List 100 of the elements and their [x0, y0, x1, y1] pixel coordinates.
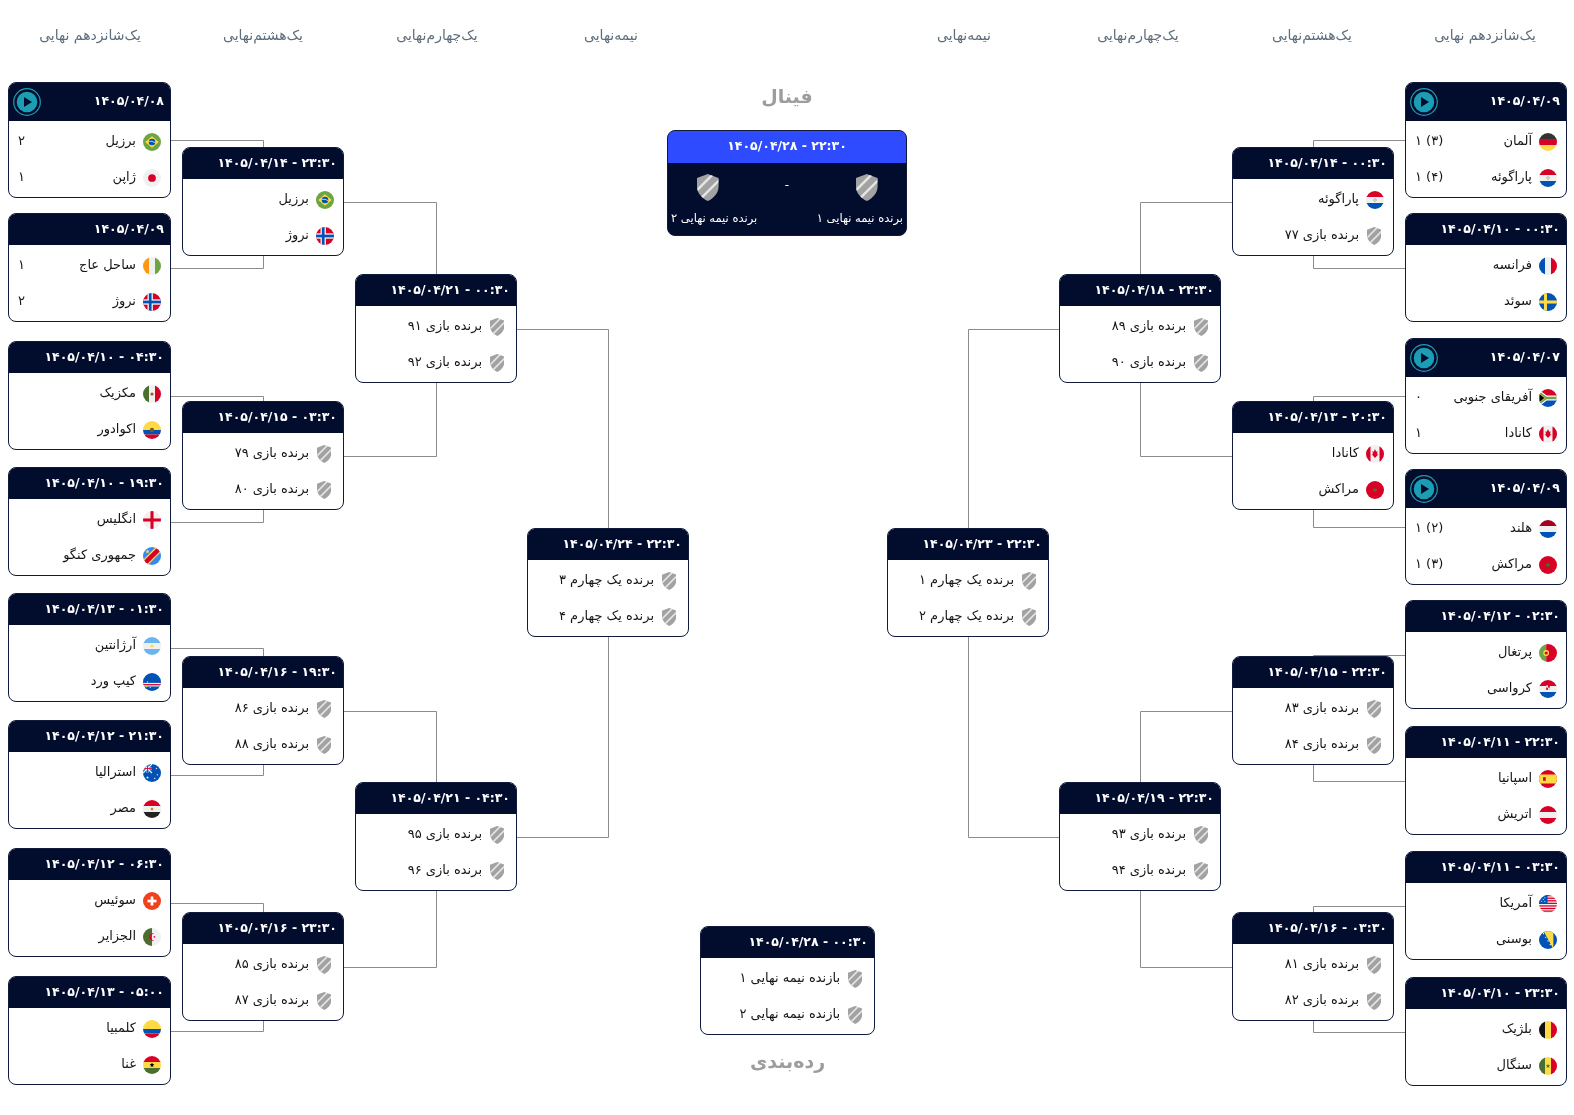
match-card: [1232, 401, 1394, 510]
team-name: اسپانیا: [1498, 769, 1532, 787]
score: ۰: [1415, 388, 1422, 406]
team-name: برنده بازی ۸۶: [234, 699, 309, 717]
team-name: مصر: [110, 799, 136, 817]
match-date: ۱۴۰۵/۰۴/۰۹: [1489, 93, 1560, 109]
round-label: یک‌شانزدهم نهایی: [1434, 26, 1536, 44]
score: ۱ (۳): [1415, 132, 1444, 150]
team-name: برنده بازی ۸۹: [1111, 317, 1186, 335]
match-date: ۱۴۰۵/۰۴/۱۳ - ۰۵:۰۰: [44, 983, 164, 1000]
connector-line: [516, 329, 609, 529]
team-name: نروژ: [112, 292, 136, 310]
round-label: یک‌چهارم‌نهایی: [1097, 26, 1179, 44]
team-name: پاراگوئه: [1318, 190, 1359, 208]
team-name: برزیل: [105, 132, 136, 150]
match-date: ۱۴۰۵/۰۴/۲۸ - ۰۰:۳۰: [748, 933, 868, 950]
team-name: برنده بازی ۷۷: [1284, 226, 1359, 244]
team-name: بازنده نیمه نهایی ۲: [739, 1005, 840, 1023]
round-label: یک‌شانزدهم نهایی: [39, 26, 141, 44]
team-name: سوئیس: [94, 891, 136, 909]
match-date: ۱۴۰۵/۰۴/۱۲ - ۰۶:۳۰: [44, 855, 164, 872]
connector-line: [1313, 906, 1406, 913]
team-name: نروژ: [285, 226, 309, 244]
team-name: آرژانتین: [94, 636, 136, 654]
match-date: ۱۴۰۵/۰۴/۱۱ - ۲۲:۳۰: [1440, 733, 1560, 750]
connector-line: [1140, 711, 1233, 783]
section-heading: فینال: [761, 84, 813, 108]
connector-line: [170, 140, 264, 148]
team-name: هلند: [1510, 519, 1532, 537]
connector-line: [1313, 1020, 1406, 1033]
match-card: [1405, 469, 1567, 585]
team-name: استرالیا: [94, 763, 136, 781]
connector-line: [343, 890, 437, 968]
match-date: ۱۴۰۵/۰۴/۱۲ - ۲۱:۳۰: [44, 727, 164, 744]
connector-line: [343, 202, 437, 275]
match-card: [182, 656, 344, 765]
team-name: پاراگوئه: [1491, 168, 1532, 186]
connector-line: [1140, 890, 1233, 968]
match-card: [887, 528, 1049, 637]
team-name: برنده بازی ۸۷: [234, 991, 309, 1009]
team-name: برنده بازی ۹۶: [407, 861, 482, 879]
match-card: [8, 213, 171, 322]
connector-line: [1140, 202, 1233, 275]
team-name: برنده یک چهارم ۳: [559, 571, 654, 589]
connector-line: [170, 509, 264, 523]
connector-line: [1313, 140, 1406, 148]
score: ۱ (۴): [1415, 168, 1444, 186]
match-date: ۱۴۰۵/۰۴/۱۶ - ۲۳:۳۰: [217, 919, 337, 936]
connector-line: [170, 903, 264, 913]
connector-line: [968, 329, 1060, 529]
team-name: آمریکا: [1499, 894, 1532, 912]
team-name: برنده نیمه نهایی ۱: [816, 210, 903, 226]
team-name: مراکش: [1318, 480, 1359, 498]
round-label: یک‌چهارم‌نهایی: [396, 26, 478, 44]
score: ۲: [18, 132, 25, 150]
connector-line: [1140, 382, 1233, 457]
team-name: برنده بازی ۷۹: [234, 444, 309, 462]
team-name: برنده بازی ۸۰: [234, 480, 309, 498]
score: ۱: [18, 168, 25, 186]
match-date: ۱۴۰۵/۰۴/۰۷: [1489, 349, 1560, 365]
team-name: کیپ ورد: [90, 672, 136, 690]
team-name: مکزیک: [99, 384, 136, 402]
score: ۱ (۳): [1415, 555, 1444, 573]
team-name: کرواسی: [1487, 679, 1532, 697]
team-name: ژاپن: [112, 168, 136, 186]
team-name: کانادا: [1331, 444, 1359, 462]
match-card: [1405, 82, 1567, 198]
team-name: ساحل عاج: [79, 256, 136, 274]
team-name: آلمان: [1503, 132, 1532, 150]
match-date: ۱۴۰۵/۰۴/۲۱ - ۰۴:۳۰: [390, 789, 510, 806]
score: ۲: [18, 292, 25, 310]
match-date: ۱۴۰۵/۰۴/۱۴ - ۲۳:۳۰: [217, 154, 337, 171]
score: ۱: [18, 256, 25, 274]
match-date: ۱۴۰۵/۰۴/۲۳ - ۲۲:۳۰: [922, 535, 1042, 552]
match-card: [8, 467, 171, 576]
team-name: برنده یک چهارم ۲: [919, 607, 1014, 625]
match-date: ۱۴۰۵/۰۴/۲۴ - ۲۲:۳۰: [562, 535, 682, 552]
connector-line: [170, 396, 264, 402]
connector-line: [170, 1020, 264, 1032]
connector-line: [343, 382, 437, 457]
match-card: [1405, 600, 1567, 709]
match-card: [182, 401, 344, 510]
team-name: جمهوری کنگو: [63, 546, 136, 564]
team-name: برنده بازی ۸۲: [1284, 991, 1359, 1009]
match-date: ۱۴۰۵/۰۴/۱۲ - ۰۲:۳۰: [1440, 607, 1560, 624]
team-name: برزیل: [278, 190, 309, 208]
team-name: برنده بازی ۹۲: [407, 353, 482, 371]
team-name: بلژیک: [1501, 1020, 1532, 1038]
score-separator: -: [784, 178, 790, 192]
match-date: ۱۴۰۵/۰۴/۰۹: [93, 220, 164, 237]
team-name: اکوادور: [97, 420, 136, 438]
team-name: مراکش: [1491, 555, 1532, 573]
match-date: ۱۴۰۵/۰۴/۱۹ - ۲۲:۳۰: [1094, 789, 1214, 806]
team-name: آفریقای جنوبی: [1453, 388, 1532, 406]
match-card: [1232, 147, 1394, 256]
score: ۱: [1415, 424, 1422, 442]
team-name: برنده یک چهارم ۴: [559, 607, 654, 625]
match-card: [8, 341, 171, 450]
team-name: برنده نیمه نهایی ۲: [671, 210, 758, 226]
match-card: [1405, 977, 1567, 1086]
